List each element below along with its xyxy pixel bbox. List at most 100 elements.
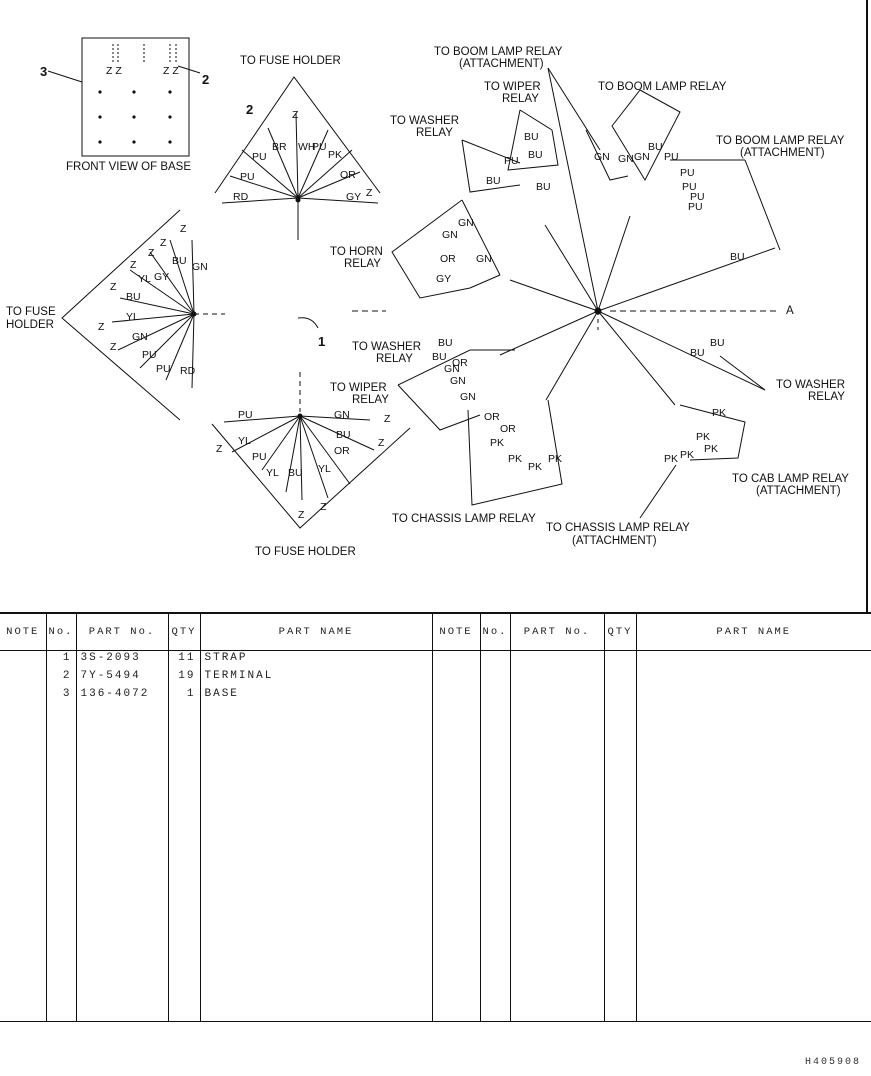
svg-text:TO HORN: TO HORN [330,246,383,258]
svg-text:RELAY: RELAY [416,127,453,139]
label-washer-relay-right: TO WASHER RELAY [776,379,845,403]
label-fuse-holder-top: TO FUSE HOLDER [240,55,341,67]
svg-text:RELAY: RELAY [808,391,845,403]
svg-text:OR: OR [334,445,350,457]
parts-table-header-row: NOTE No. PART No. QTY PART NAME NOTE No.… [0,612,871,651]
svg-text:PU: PU [688,201,703,213]
svg-text:BU: BU [172,255,187,267]
boom-lamp-relay-box [611,89,681,182]
svg-text:PU: PU [504,155,519,167]
svg-text:GN: GN [334,409,350,421]
label-chassis-lamp-relay: TO CHASSIS LAMP RELAY [392,513,536,525]
boom-lamp-attach-right-box [744,159,781,251]
svg-text:Z: Z [130,259,137,271]
svg-text:GY: GY [346,191,361,203]
svg-text:PU: PU [252,451,267,463]
section-mark-a: A [786,305,794,317]
row-part-name: STRAP [199,650,432,669]
svg-text:BU: BU [336,429,351,441]
svg-text:HOLDER: HOLDER [6,319,54,331]
row-part-no: 3S-2093 [75,650,168,669]
svg-text:TO WASHER: TO WASHER [776,379,845,391]
svg-text:GN: GN [460,391,476,403]
svg-text:RELAY: RELAY [376,353,413,365]
header-note-2: NOTE [431,612,480,651]
svg-text:RELAY: RELAY [344,258,381,270]
svg-text:Z: Z [110,281,117,293]
label-wiper-relay-top: TO WIPER RELAY [484,81,541,105]
svg-text:PK: PK [704,443,718,455]
svg-text:BU: BU [288,467,303,479]
row-no: 2 [45,669,76,687]
label-washer-relay-top: TO WASHER RELAY [390,115,459,139]
svg-text:PU: PU [156,363,171,375]
page-frame-rule [866,0,868,612]
svg-text:Z: Z [110,341,117,353]
svg-text:GN: GN [444,363,460,375]
svg-text:YL: YL [126,311,139,323]
header-part-no-2: PART No. [509,612,604,651]
svg-text:GY: GY [436,273,451,285]
svg-text:BU: BU [432,351,447,363]
svg-text:PU: PU [664,151,679,163]
row-part-no: 136-4072 [75,687,168,705]
table-filler-row [0,705,871,1022]
base-outline [81,37,190,157]
svg-text:PU: PU [252,151,267,163]
wiper-relay-left-box-lower [397,384,481,431]
label-horn-relay: TO HORN RELAY [330,246,383,270]
relay-harness-hub [499,67,776,406]
table-row: 3 136-4072 1 BASE [0,687,871,705]
label-boom-lamp-attach-top: TO BOOM LAMP RELAY (ATTACHMENT) [434,46,563,70]
row-part-no: 7Y-5494 [75,669,168,687]
svg-text:Z: Z [378,437,385,449]
svg-text:BU: BU [524,131,539,143]
svg-text:PU: PU [680,167,695,179]
svg-text:GN: GN [594,151,610,163]
table-row: 2 7Y-5494 19 TERMINAL [0,669,871,687]
row-no: 1 [45,650,76,669]
svg-text:BR: BR [272,141,287,153]
row-qty: 1 [167,687,200,705]
header-part-no: PART No. [75,612,168,651]
svg-text:(ATTACHMENT): (ATTACHMENT) [756,485,841,497]
wiper-relay-top-box [507,109,559,171]
svg-text:PU: PU [682,181,697,193]
svg-text:RD: RD [233,191,249,203]
svg-text:TO CHASSIS LAMP RELAY: TO CHASSIS LAMP RELAY [546,522,690,534]
fuse-holder-top-harness [214,76,381,240]
svg-text:TO CAB LAMP RELAY: TO CAB LAMP RELAY [732,473,849,485]
svg-text:YL: YL [138,273,151,285]
svg-text:WH: WH [298,141,316,153]
svg-text:RD: RD [180,365,196,377]
horn-relay-box [391,199,501,299]
wire-codes-fuse-left: Z Z Z BU GN Z YL GY BU Z YL Z GN Z PU PU… [98,223,208,377]
svg-text:PK: PK [696,431,710,443]
svg-text:GN: GN [618,153,634,165]
chassis-lamp-relay-box [467,399,563,506]
row-qty: 19 [167,669,200,687]
svg-text:RELAY: RELAY [352,394,389,406]
row-qty: 11 [167,650,200,669]
row-part-name: TERMINAL [199,669,432,687]
fuse-holder-left-harness [61,209,225,421]
svg-text:TO BOOM LAMP RELAY: TO BOOM LAMP RELAY [434,46,563,58]
label-boom-lamp-attach-right: TO BOOM LAMP RELAY (ATTACHMENT) [716,135,845,159]
strap-leader [297,317,319,329]
svg-text:Z: Z [384,413,391,425]
svg-text:YL: YL [318,463,331,475]
callout-strap: 1 [318,334,325,349]
svg-text:BU: BU [730,251,745,263]
svg-text:GN: GN [476,253,492,265]
svg-text:GN: GN [450,375,466,387]
svg-text:Z: Z [320,501,327,513]
svg-text:PK: PK [712,407,726,419]
svg-text:TO WASHER: TO WASHER [390,115,459,127]
svg-text:Z: Z [292,109,299,121]
svg-text:BU: BU [486,175,501,187]
svg-text:BU: BU [710,337,725,349]
svg-text:PK: PK [548,453,562,465]
svg-text:PU: PU [240,171,255,183]
header-no-2: No. [479,612,510,651]
svg-text:TO BOOM LAMP RELAY: TO BOOM LAMP RELAY [716,135,845,147]
